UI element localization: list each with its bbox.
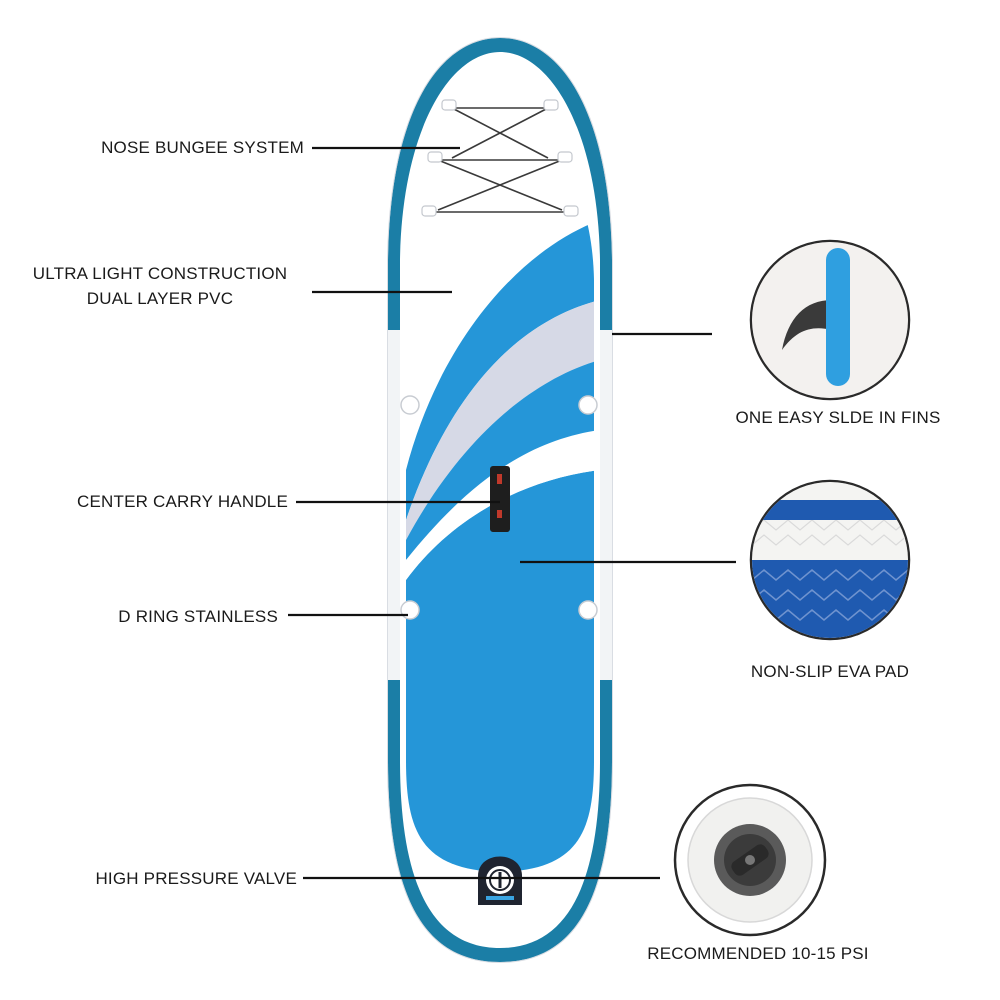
fin-detail-icon bbox=[749, 239, 911, 401]
bungee-anchors bbox=[421, 99, 579, 217]
tail-valve bbox=[478, 856, 522, 905]
deck-grey-stripe bbox=[406, 300, 594, 540]
deck-blue-lower bbox=[406, 430, 594, 580]
pad-blue-top bbox=[752, 500, 908, 520]
d-rings bbox=[400, 395, 598, 620]
d-ring-upper-right bbox=[578, 395, 598, 415]
deck-blue-mid bbox=[406, 360, 594, 560]
label-valve: HIGH PRESSURE VALVE bbox=[95, 869, 297, 888]
carry-handle bbox=[490, 466, 510, 532]
leader-lines bbox=[288, 146, 736, 880]
label-construction-line1: ULTRA LIGHT CONSTRUCTION bbox=[32, 264, 288, 283]
fin-shape bbox=[782, 300, 832, 350]
fin-rail bbox=[826, 248, 850, 386]
label-psi: RECOMMENDED 10-15 PSI bbox=[647, 944, 869, 963]
valve-detail-icon bbox=[673, 783, 827, 937]
d-ring-lower-left bbox=[400, 600, 420, 620]
label-carry-handle: CENTER CARRY HANDLE bbox=[77, 492, 288, 511]
deck-blue-main bbox=[406, 470, 594, 872]
deck-blue-top bbox=[406, 220, 594, 520]
pad-blue-bottom bbox=[752, 560, 908, 638]
label-nose-bungee: NOSE BUNGEE SYSTEM bbox=[101, 138, 304, 157]
label-d-ring: D RING STAINLESS bbox=[118, 607, 278, 626]
eva-pad-detail-icon bbox=[749, 479, 911, 641]
label-fins: ONE EASY SLDE IN FINS bbox=[735, 408, 941, 427]
d-ring-lower-right bbox=[578, 600, 598, 620]
label-eva-pad: NON-SLIP EVA PAD bbox=[750, 662, 910, 681]
d-ring-upper-left bbox=[400, 395, 420, 415]
label-construction-line2: DUAL LAYER PVC bbox=[86, 289, 234, 308]
